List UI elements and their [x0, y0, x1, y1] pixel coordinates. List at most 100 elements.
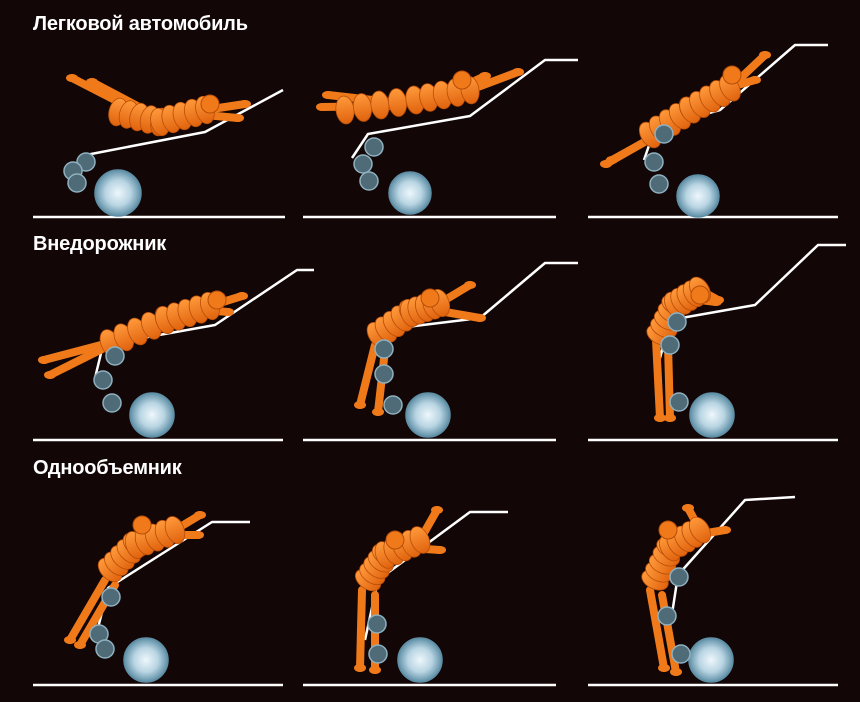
contact-marker [374, 364, 394, 384]
dummy-extremity [236, 292, 248, 300]
dummy-extremity [322, 91, 334, 99]
dummy-head [420, 288, 440, 308]
dummy-limb [664, 341, 674, 422]
contact-marker [669, 567, 689, 587]
dummy-extremity [719, 526, 731, 534]
contact-marker [669, 392, 689, 412]
dummy-extremity [600, 160, 612, 168]
contact-marker [95, 639, 115, 659]
collision-panel [588, 495, 838, 687]
dummy-torso-segment [370, 90, 390, 120]
crash-dummy [64, 511, 206, 649]
contact-marker [667, 312, 687, 332]
dummy-limb [46, 341, 114, 379]
dummy-limb [356, 586, 366, 672]
contact-marker [671, 644, 691, 664]
dummy-extremity [74, 641, 86, 649]
dummy-extremity [222, 308, 234, 316]
dummy-extremity [474, 314, 486, 322]
dummy-torso-segment [164, 516, 186, 544]
dummy-extremity [464, 281, 476, 289]
dummy-extremity [66, 74, 78, 82]
wheel [123, 637, 169, 683]
collision-panel [33, 74, 285, 219]
dummy-extremity [369, 666, 381, 674]
dummy-extremity [670, 668, 682, 676]
crash-dummy [66, 74, 251, 137]
dummy-torso-segment [689, 516, 711, 544]
wheel [129, 392, 175, 438]
dummy-head [207, 290, 227, 310]
collision-panel [303, 261, 578, 442]
contact-marker [649, 174, 669, 194]
dummy-limb [66, 576, 109, 644]
row-title-sedan: Легковой автомобиль [33, 13, 248, 35]
dummy-extremity [664, 414, 676, 422]
vehicle-front-outline [93, 268, 314, 379]
contact-marker [654, 124, 674, 144]
dummy-head [452, 70, 472, 90]
dummy-limb [646, 586, 668, 672]
collision-panel [33, 511, 283, 687]
contact-marker [374, 339, 394, 359]
crash-dummy [316, 68, 524, 125]
contact-marker [93, 370, 113, 390]
contact-marker [660, 335, 680, 355]
contact-marker [67, 173, 87, 193]
row-title-suv: Внедорожник [33, 233, 167, 255]
dummy-head [658, 520, 678, 540]
collision-panel [303, 58, 578, 219]
contact-marker [102, 393, 122, 413]
wheel [388, 171, 432, 215]
dummy-head [385, 530, 405, 550]
vehicle-front-outline [666, 495, 796, 641]
dummy-extremity [192, 531, 204, 539]
dummy-extremity [354, 664, 366, 672]
contact-marker [105, 346, 125, 366]
dummy-extremity [232, 114, 244, 122]
dummy-torso-segment [409, 526, 431, 554]
contact-marker [367, 614, 387, 634]
crash-dummy [600, 51, 771, 168]
vehicle-front-outline [350, 58, 578, 159]
dummy-extremity [658, 664, 670, 672]
dummy-head [200, 94, 220, 114]
collision-panel [33, 268, 314, 442]
vehicle-front-outline [73, 88, 284, 171]
dummy-extremity [64, 636, 76, 644]
vehicle-front-outline [642, 43, 828, 161]
dummy-limb [356, 341, 379, 409]
collision-panel [588, 243, 846, 442]
dummy-extremity [194, 511, 206, 519]
dummy-extremity [431, 506, 443, 514]
dummy-extremity [44, 371, 56, 379]
dummy-extremity [512, 68, 524, 76]
dummy-limb [441, 308, 484, 322]
dummy-head [690, 285, 710, 305]
contact-marker [644, 152, 664, 172]
wheel [689, 392, 735, 438]
crash-dummy [354, 281, 486, 416]
dummy-extremity [38, 356, 50, 364]
dummy-head [722, 65, 742, 85]
dummy-extremity [372, 408, 384, 416]
contact-marker [368, 644, 388, 664]
dummy-extremity [434, 546, 446, 554]
crash-dummy [38, 290, 248, 379]
contact-marker [364, 137, 384, 157]
dummy-extremity [710, 298, 722, 306]
dummy-extremity [749, 76, 761, 84]
wheel [94, 169, 142, 217]
dummy-extremity [682, 504, 694, 512]
contact-marker [359, 171, 379, 191]
wheel [676, 174, 720, 218]
dummy-limb [652, 336, 664, 422]
wheel [405, 392, 451, 438]
collision-panel [303, 506, 556, 687]
contact-marker [353, 154, 373, 174]
dummy-extremity [239, 100, 251, 108]
dummy-head [132, 515, 152, 535]
wheel [688, 637, 734, 683]
